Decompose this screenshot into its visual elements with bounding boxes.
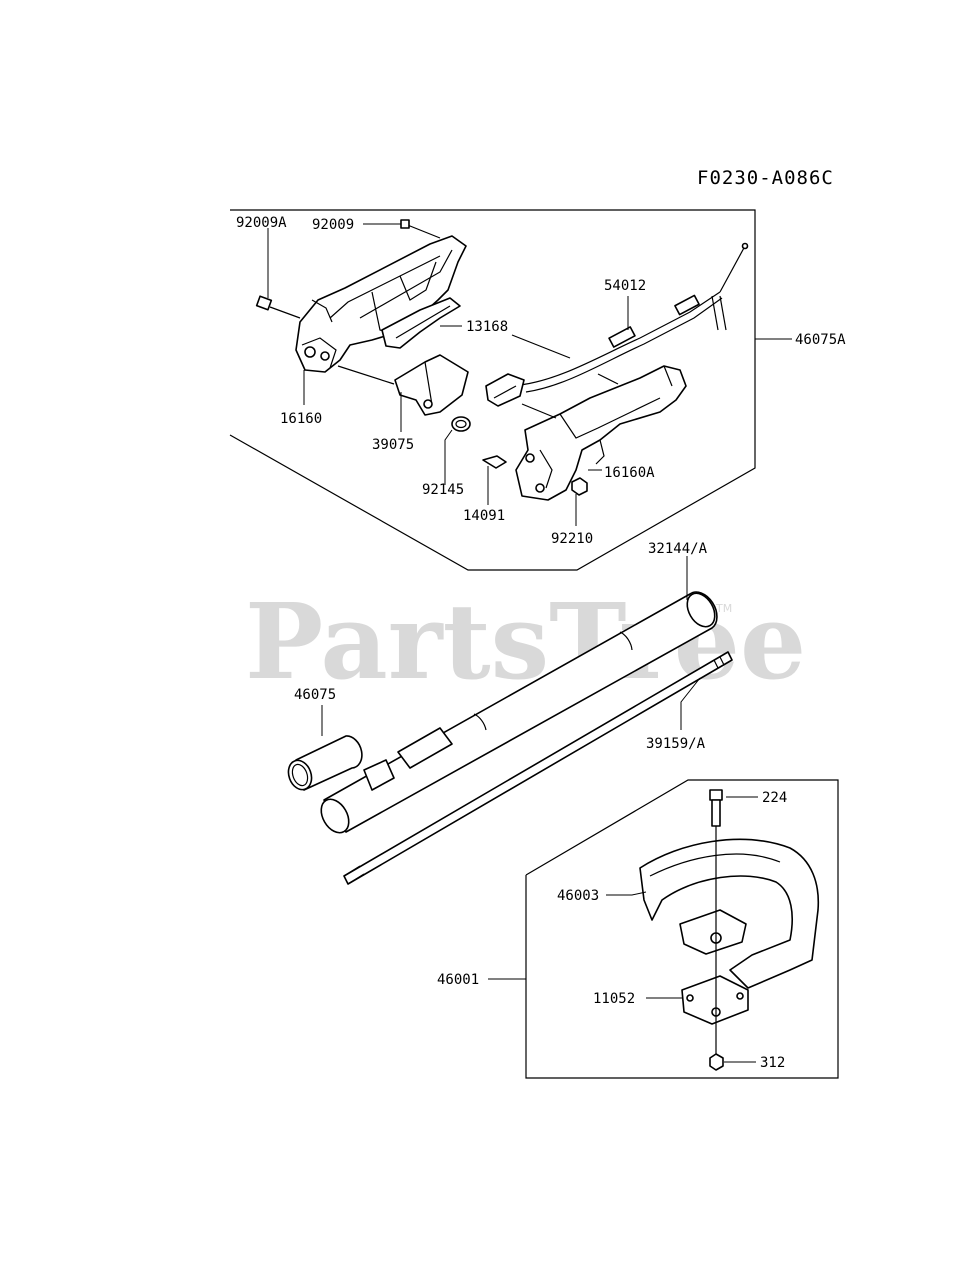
outer-tube <box>320 591 718 834</box>
lever-39075 <box>394 354 469 416</box>
callout-16160: 16160 <box>280 411 322 427</box>
throttle-lever <box>381 297 461 349</box>
callout-46001: 46001 <box>437 972 479 988</box>
loop-handle <box>639 838 820 989</box>
watermark-trademark: TM <box>715 602 732 615</box>
watermark-text: PartsTree <box>245 580 806 703</box>
callout-14091: 14091 <box>463 508 505 524</box>
collar-46075 <box>287 735 363 791</box>
callout-16160A: 16160A <box>604 465 655 481</box>
callout-46075: 46075 <box>294 687 336 703</box>
callout-312: 312 <box>760 1055 785 1071</box>
callout-92210: 92210 <box>551 531 593 547</box>
handle-housing-right <box>515 365 687 501</box>
watermark: PartsTree TM <box>245 580 806 703</box>
bolt-224 <box>709 789 723 1054</box>
nut-312 <box>709 1053 724 1071</box>
callout-54012: 54012 <box>604 278 646 294</box>
bolt-92009A <box>255 295 301 319</box>
spring-92145 <box>451 416 471 432</box>
callout-224: 224 <box>762 790 787 806</box>
spring-14091 <box>482 455 507 469</box>
handle-housing-left <box>295 235 467 373</box>
leader-lines <box>267 223 792 1063</box>
screw-92009 <box>400 219 441 239</box>
callout-39075: 39075 <box>372 437 414 453</box>
callout-13168: 13168 <box>466 319 508 335</box>
nut-92210 <box>571 477 588 496</box>
callout-92145: 92145 <box>422 482 464 498</box>
callout-46075A: 46075A <box>795 332 846 348</box>
callout-92009A: 92009A <box>236 215 287 231</box>
callout-labels: 92009 92009A 13168 16160 39075 92145 140… <box>236 215 846 1071</box>
lower-handle-frame <box>525 779 839 1079</box>
throttle-cable <box>485 242 749 407</box>
callout-11052: 11052 <box>593 991 635 1007</box>
clamp-11052 <box>681 975 749 1025</box>
handle-assembly-frame <box>229 209 756 571</box>
callout-32144A: 32144/A <box>648 541 708 557</box>
drive-shaft <box>343 651 733 885</box>
callout-39159A: 39159/A <box>646 736 706 752</box>
diagram-code: F0230-A086C <box>697 167 834 189</box>
callout-46003: 46003 <box>557 888 599 904</box>
callout-92009: 92009 <box>312 217 354 233</box>
